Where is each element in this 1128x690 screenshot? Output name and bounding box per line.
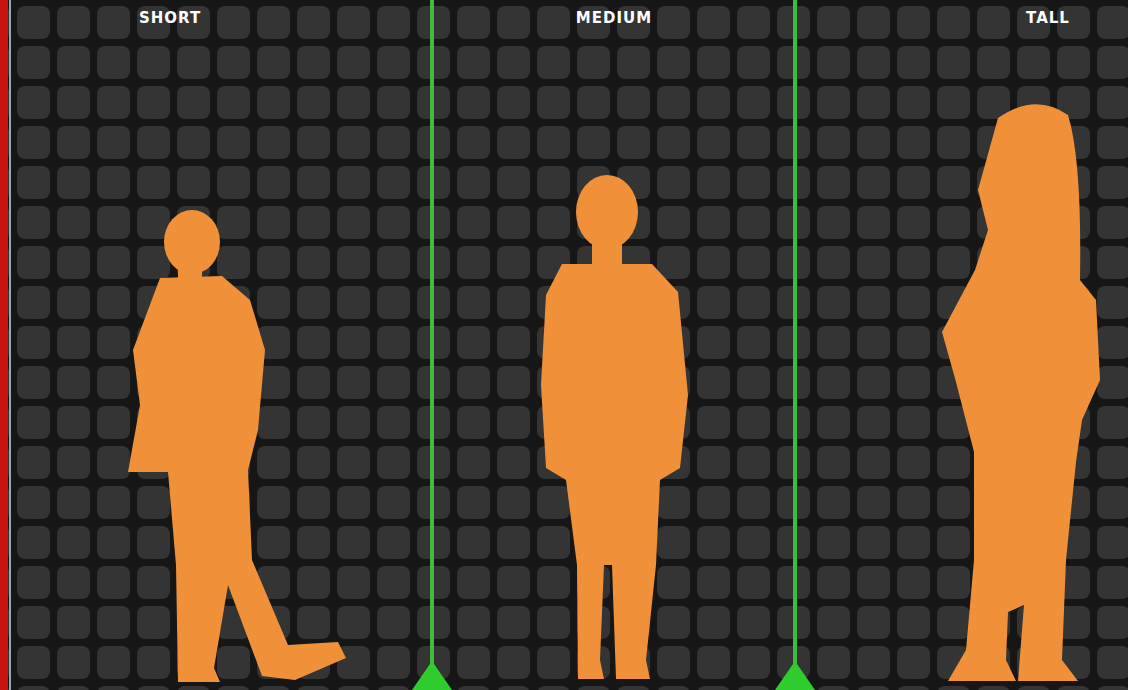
tall-silhouette: [942, 104, 1100, 681]
red-edge: [0, 0, 8, 690]
divider-line: [430, 0, 434, 690]
column-label: SHORT: [139, 9, 201, 27]
column-label: MEDIUM: [576, 9, 652, 27]
marker-triangle: [412, 661, 452, 690]
column-label: TALL: [1026, 9, 1070, 27]
divider-line: [793, 0, 797, 690]
marker-triangle: [775, 661, 815, 690]
short-silhouette: [128, 210, 346, 682]
medium-silhouette: [541, 175, 688, 679]
edge-line: [9, 0, 11, 690]
